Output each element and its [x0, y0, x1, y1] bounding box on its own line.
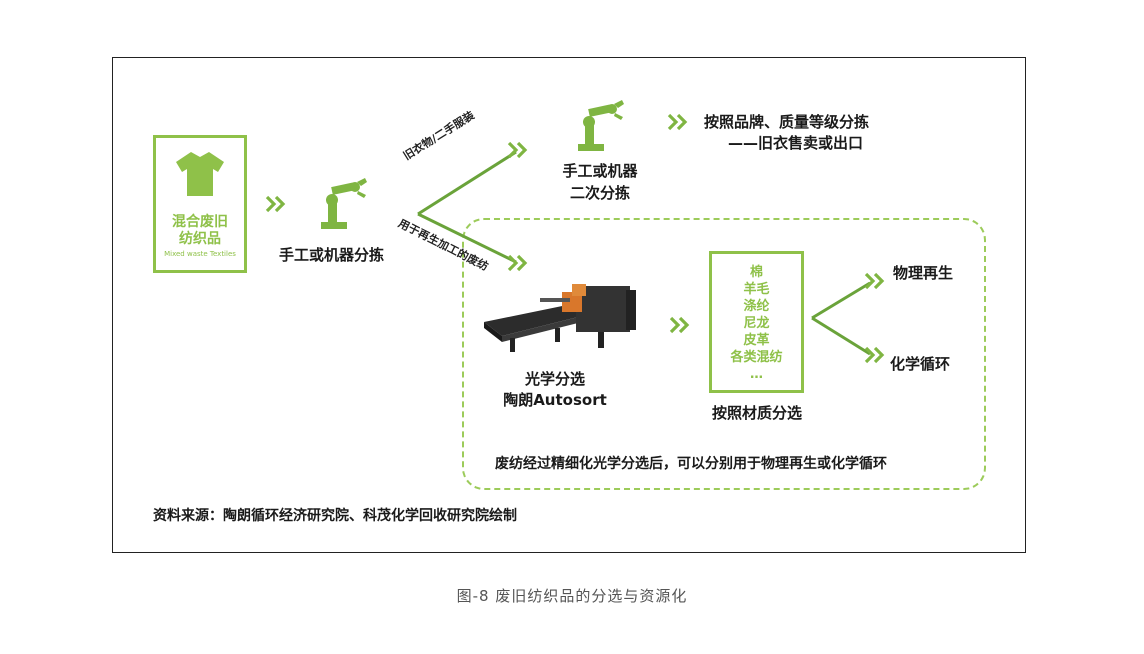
upper-result-line2: ——旧衣售卖或出口	[728, 134, 864, 152]
chevron-double-right-icon	[507, 254, 528, 272]
first-sort-label: 手工或机器分拣	[279, 246, 385, 264]
recycling-region	[462, 218, 986, 490]
material-item: 涤纶	[743, 299, 770, 314]
chevron-double-right-icon	[265, 195, 286, 213]
source-note: 资料来源：陶朗循环经济研究院、科茂化学回收研究院绘制	[153, 508, 517, 524]
figure-caption: 图-8 废旧纺织品的分选与资源化	[456, 587, 688, 605]
material-item: 各类混纺	[730, 350, 783, 365]
sorting-machine-image	[484, 284, 636, 352]
material-item: …	[750, 367, 763, 382]
material-item: 尼龙	[743, 316, 770, 331]
upper-result-line1: 按照品牌、质量等级分拣	[704, 113, 870, 131]
second-sort-line1: 手工或机器	[562, 162, 638, 180]
chevron-double-right-icon	[669, 316, 690, 334]
chevron-double-right-icon	[864, 346, 885, 364]
chevron-double-right-icon	[507, 141, 528, 159]
materials-label: 按照材质分选	[711, 404, 802, 422]
material-item: 皮革	[743, 333, 770, 348]
mixed-textiles-box: 混合废旧纺织品 Mixed waste Textiles	[153, 135, 247, 273]
diagram-frame	[112, 57, 1026, 553]
mixed-textiles-title: 混合废旧纺织品	[172, 214, 228, 247]
tshirt-icon	[176, 152, 224, 196]
material-item: 羊毛	[743, 282, 770, 297]
optical-sort-line2: 陶朗Autosort	[503, 391, 607, 409]
chemical-recycle-label: 化学循环	[890, 355, 951, 373]
second-sort-line2: 二次分拣	[569, 184, 630, 202]
materials-list: 棉 羊毛 涤纶 尼龙 皮革 各类混纺 …	[712, 264, 801, 383]
chevron-double-right-icon	[864, 272, 885, 290]
physical-recycle-label: 物理再生	[893, 264, 954, 282]
mixed-textiles-subtitle: Mixed waste Textiles	[164, 250, 236, 258]
materials-box: 棉 羊毛 涤纶 尼龙 皮革 各类混纺 …	[709, 251, 804, 393]
dashed-region-note: 废纺经过精细化光学分选后，可以分别用于物理再生或化学循环	[495, 456, 887, 472]
chevron-double-right-icon	[667, 113, 688, 131]
robot-arm-icon	[578, 100, 624, 151]
material-item: 棉	[749, 265, 763, 280]
optical-sort-line1: 光学分选	[524, 370, 585, 388]
robot-arm-icon	[321, 178, 367, 229]
